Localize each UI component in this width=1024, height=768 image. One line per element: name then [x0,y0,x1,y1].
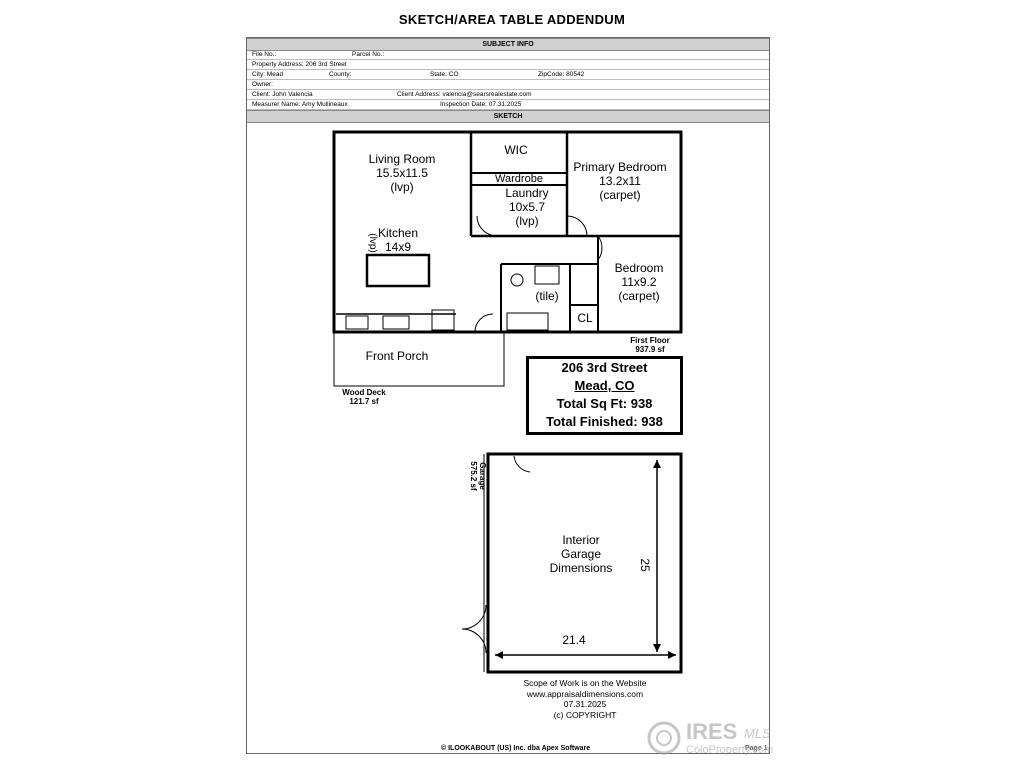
stove [345,315,369,330]
ires-mls-watermark: IRES MLS ColoProperty.com [646,718,801,762]
first-floor-area: First Floor 937.9 sf [630,336,670,354]
refrigerator [431,309,455,331]
state: State: CO [430,71,459,78]
garage-depth-label: 25 [638,558,652,572]
property-summary-box: 206 3rd Street Mead, CO Total Sq Ft: 938… [526,356,683,435]
door-swing [597,235,603,261]
parcel-no: Parcel No.: [352,51,385,58]
garage-width-label: 21.4 [562,633,586,647]
bath-sink [534,265,560,285]
garage-door-swing [461,604,487,630]
kitchen-label: Kitchen 14x9 [377,226,419,254]
bathtub [506,312,549,331]
coloproperty-site: ColoProperty.com [686,744,774,756]
sink [382,315,410,330]
measurer: Measurer Name: Amy Mullineaux [252,101,348,108]
garage-area: Garage 575.2 sf [469,461,487,491]
wood-deck-area: Wood Deck 121.7 sf [342,388,386,406]
mls-wordmark: MLS [744,726,771,741]
living-room-label: Living Room 15.5x11.5 (lvp) [368,152,436,194]
front-porch-label: Front Porch [365,349,429,363]
front-porch [333,331,505,387]
door-swing [476,215,498,237]
subject-row-1: File No.: Parcel No.: [247,50,769,60]
subject-row-4: Owner: [247,80,769,90]
software-credit: © ILOOKABOUT (US) Inc. dba Apex Software [441,745,591,752]
garage-door-swing [513,455,531,473]
ires-logo-icon [647,721,681,755]
county: County: [329,71,352,78]
arrow-head [668,651,676,659]
bath-floor-label: (tile) [535,289,559,303]
closet-label: CL [577,311,593,325]
laundry-label: Laundry 10x5.7 (lvp) [505,186,549,228]
garage-outline [486,452,683,674]
kitchen-floor-label: (lvp) [367,233,378,253]
addendum-frame: SUBJECT INFO File No.: Parcel No.: Prope… [246,37,770,754]
summary-city: Mead, CO [574,378,635,393]
garage-interior-label: Interior Garage Dimensions [549,533,613,575]
door-swing [474,313,494,333]
summary-total-finished: Total Finished: 938 [546,414,663,429]
scope-of-work-note: Scope of Work is on the Website www.appr… [523,678,647,720]
page-number: Page 1 [745,745,768,752]
primary-bedroom-label: Primary Bedroom 13.2x11 (carpet) [573,160,667,202]
page-title: SKETCH/AREA TABLE ADDENDUM [398,12,626,27]
city: City: Mead [252,71,284,78]
wardrobe-label: Wardrobe [495,173,543,185]
subject-row-5: Client: John Valencia Client Address: va… [247,90,769,100]
kitchen-island [365,253,431,288]
first-floor-outline [332,130,683,334]
subject-row-6: Measurer Name: Amy Mullineaux Inspection… [247,100,769,110]
garage-door-swing [461,628,487,654]
subject-row-2: Property Address: 206 3rd Street [247,60,769,70]
arrow-head [653,644,661,652]
property-address: Property Address: 206 3rd Street [252,61,347,68]
summary-address: 206 3rd Street [561,360,648,375]
summary-total-sqft: Total Sq Ft: 938 [556,396,653,411]
sketch-heading: SKETCH [247,110,769,123]
inspection-date: Inspection Date: 07.31.2025 [440,101,522,108]
wic-label: WIC [504,143,528,157]
arrow-head [653,460,661,468]
client-address: Client Address: valencia@searsrealestate… [397,91,532,98]
subject-info-heading: SUBJECT INFO [247,38,769,51]
subject-row-3: City: Mead County: State: CO ZipCode: 80… [247,70,769,80]
client: Client: John Valencia [252,91,313,98]
toilet [510,273,524,287]
arrow-head [495,651,503,659]
owner: Owner: [252,81,273,88]
door-swing [566,215,588,237]
file-no: File No.: [252,51,277,58]
ires-wordmark: IRES [686,719,738,744]
bedroom-label: Bedroom 11x9.2 (carpet) [614,261,664,303]
zipcode: ZipCode: 80542 [538,71,585,78]
